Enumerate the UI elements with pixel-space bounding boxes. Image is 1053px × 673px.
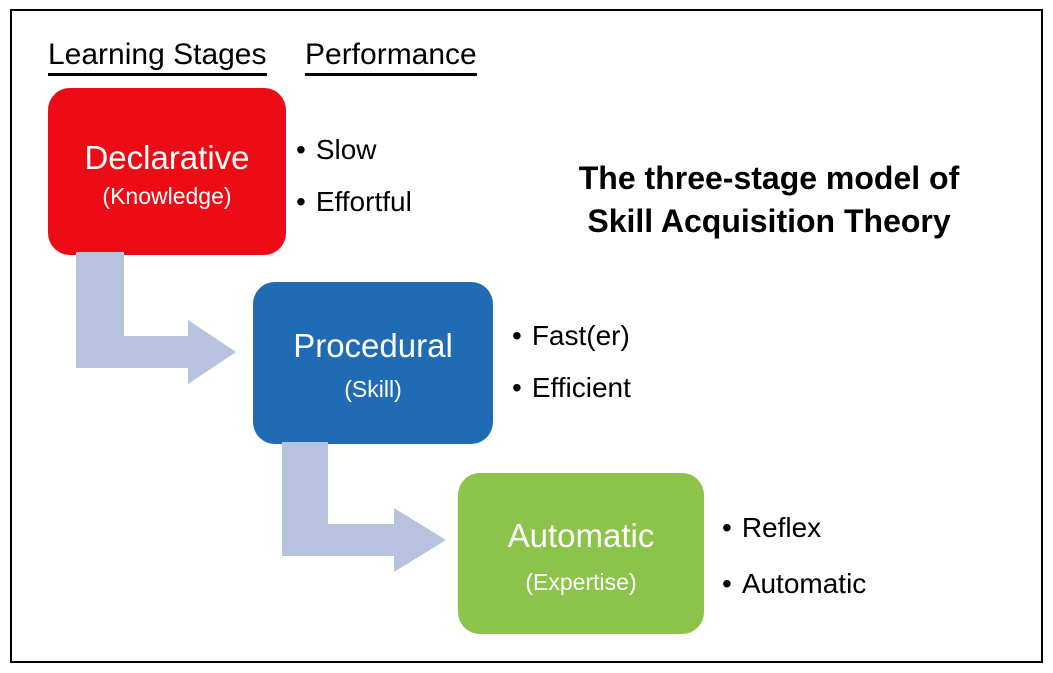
list-item: • Reflex bbox=[722, 514, 866, 542]
elbow-arrow-icon-procedural-to-automatic bbox=[282, 442, 446, 572]
stage-subtitle-automatic: (Expertise) bbox=[525, 568, 637, 595]
stage-title-procedural: Procedural bbox=[293, 326, 453, 364]
performance-list-procedural: • Fast(er) • Efficient bbox=[512, 322, 631, 402]
bullet-dot-icon: • bbox=[722, 512, 732, 543]
stage-box-declarative[interactable]: Declarative (Knowledge) bbox=[48, 88, 286, 255]
list-item: • Fast(er) bbox=[512, 322, 631, 350]
performance-label: Fast(er) bbox=[531, 320, 630, 351]
performance-label: Slow bbox=[315, 134, 377, 165]
stage-box-procedural[interactable]: Procedural (Skill) bbox=[253, 282, 493, 444]
list-item: • Slow bbox=[296, 136, 412, 164]
list-item: • Automatic bbox=[722, 570, 866, 598]
stage-subtitle-declarative: (Knowledge) bbox=[102, 182, 232, 209]
column-heading-learning-stages: Learning Stages bbox=[48, 40, 267, 76]
stage-box-automatic[interactable]: Automatic (Expertise) bbox=[458, 473, 704, 634]
stage-subtitle-procedural: (Skill) bbox=[344, 376, 402, 403]
performance-label: Effortful bbox=[315, 186, 412, 217]
bullet-dot-icon: • bbox=[296, 134, 306, 165]
list-item: • Effortful bbox=[296, 188, 412, 216]
list-item: • Efficient bbox=[512, 374, 631, 402]
performance-label: Reflex bbox=[741, 512, 822, 543]
bullet-dot-icon: • bbox=[722, 568, 732, 599]
performance-list-automatic: • Reflex • Automatic bbox=[722, 514, 866, 598]
diagram-title-line-1: The three-stage model of bbox=[578, 160, 960, 196]
stage-title-automatic: Automatic bbox=[507, 517, 655, 555]
performance-list-declarative: • Slow • Effortful bbox=[296, 136, 412, 216]
column-heading-performance: Performance bbox=[305, 40, 477, 76]
diagram-title-line-2: Skill Acquisition Theory bbox=[587, 203, 951, 240]
elbow-arrow-icon-declarative-to-procedural bbox=[76, 252, 236, 384]
performance-label: Efficient bbox=[531, 372, 631, 403]
stage-title-declarative: Declarative bbox=[84, 139, 250, 177]
bullet-dot-icon: • bbox=[512, 372, 522, 403]
bullet-dot-icon: • bbox=[512, 320, 522, 351]
bullet-dot-icon: • bbox=[296, 186, 306, 217]
performance-label: Automatic bbox=[741, 568, 867, 599]
diagram-title: The three-stage model of Skill Acquisiti… bbox=[530, 157, 1008, 243]
